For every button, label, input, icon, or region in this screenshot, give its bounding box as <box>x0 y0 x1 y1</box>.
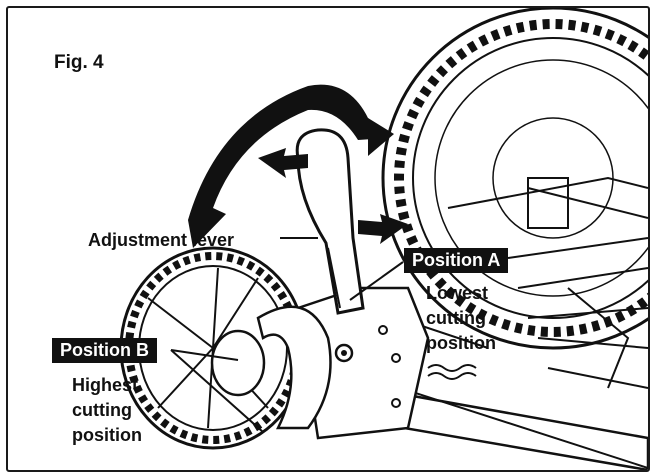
adjustment-lever <box>295 128 365 315</box>
position-b-line: Highest <box>72 375 139 395</box>
position-b-line: position <box>72 425 142 445</box>
rotation-arrow-icon <box>188 84 394 249</box>
position-b-description: Highest cutting position <box>72 373 142 448</box>
position-a-line: position <box>426 333 496 353</box>
figure-label: Fig. 4 <box>54 52 104 73</box>
lever-up-arrow-icon <box>258 148 308 178</box>
position-a-description: Lowest cutting position <box>426 281 496 356</box>
position-b-tag: Position B <box>52 338 157 363</box>
figure-frame: Fig. 4 Adjustment lever Position A Lowes… <box>6 6 650 472</box>
position-b-line: cutting <box>72 400 132 420</box>
mower-body <box>447 176 648 389</box>
leader-lines <box>170 237 404 433</box>
spring <box>427 364 477 380</box>
wheel-guard <box>256 305 332 430</box>
position-a-line: cutting <box>426 308 486 328</box>
lever-down-arrow-icon <box>358 214 408 244</box>
adjustment-lever-label: Adjustment lever <box>88 230 235 250</box>
position-a-line: Lowest <box>426 283 489 303</box>
position-a-tag: Position A <box>404 248 509 273</box>
